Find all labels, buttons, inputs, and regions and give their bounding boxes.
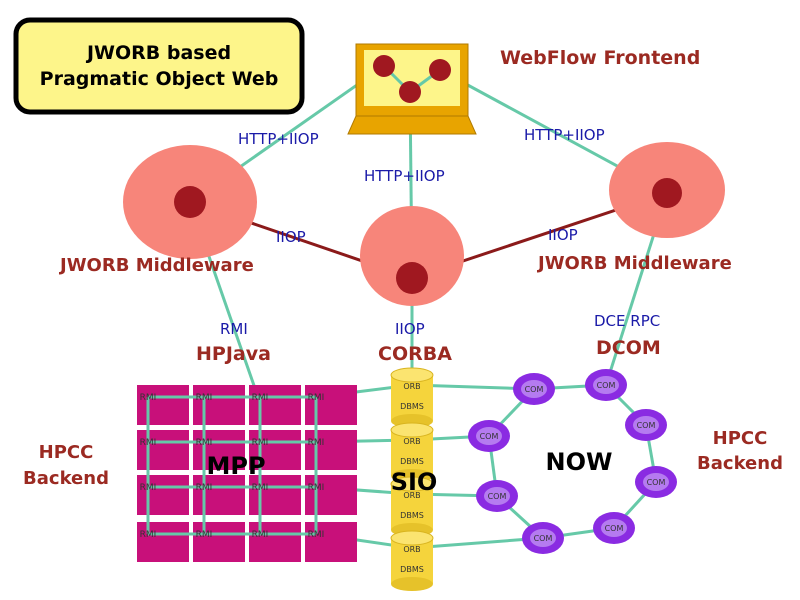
now-com-label: COM	[525, 385, 544, 394]
protocol-dce-rpc: DCE RPC	[594, 312, 660, 330]
mpp-cell	[305, 430, 357, 470]
backend-left-line-1: HPCC	[39, 442, 94, 463]
now-com-label: COM	[534, 534, 553, 543]
mpp-cell	[193, 385, 245, 425]
mpp-cell	[193, 522, 245, 562]
mpp-node-label: RMI	[196, 393, 213, 403]
protocol-http-left: HTTP+IIOP	[238, 130, 319, 148]
mpp-node-label: RMI	[252, 393, 269, 403]
mpp-node-label: RMI	[252, 438, 269, 448]
sio-dbms-label: DBMS	[400, 457, 424, 466]
mpp-node-label: RMI	[308, 438, 325, 448]
now-label: NOW	[546, 448, 613, 476]
frontend-label: WebFlow Frontend	[500, 47, 700, 69]
mpp-cell	[249, 430, 301, 470]
sio-orb-label: ORB	[403, 491, 420, 500]
mpp-node-label: RMI	[140, 438, 157, 448]
mpp-node-label: RMI	[140, 530, 157, 540]
tech-corba: CORBA	[378, 343, 452, 365]
now-com-node-core	[484, 487, 510, 505]
middleware-center-node	[396, 262, 428, 294]
middleware-left-node	[174, 186, 206, 218]
tech-dcom: DCOM	[596, 337, 661, 359]
title-box: JWORB based Pragmatic Object Web	[13, 17, 305, 115]
sio-dbms-label: DBMS	[400, 402, 424, 411]
protocol-http-right: HTTP+IIOP	[524, 126, 605, 144]
mpp-cell	[137, 430, 189, 470]
now-com-label: COM	[647, 478, 666, 487]
now-ring: COM COM COM COM COM COM COM COM	[468, 369, 677, 554]
mpp-cell	[249, 522, 301, 562]
mpp-node-label: RMI	[196, 530, 213, 540]
mpp-cell	[193, 430, 245, 470]
frontend-node-2	[399, 81, 421, 103]
middleware-left-label: JWORB Middleware	[58, 255, 254, 276]
protocol-iiop-bottom: IIOP	[395, 320, 425, 338]
protocol-iiop-right: IIOP	[548, 226, 578, 244]
mpp-cell	[249, 385, 301, 425]
now-com-node-core	[530, 529, 556, 547]
mpp-node-label: RMI	[196, 483, 213, 493]
mpp-label: MPP	[206, 452, 265, 480]
mpp-cell	[137, 385, 189, 425]
title-line-1: JWORB based	[85, 42, 231, 64]
tech-hpjava: HPJava	[196, 343, 271, 365]
now-com-label: COM	[480, 432, 499, 441]
now-com-node-core	[476, 427, 502, 445]
now-com-label: COM	[597, 381, 616, 390]
mpp-node-label: RMI	[196, 438, 213, 448]
title-line-2: Pragmatic Object Web	[40, 68, 279, 90]
sio-label: SIO	[391, 468, 438, 496]
backend-right-line-1: HPCC	[713, 428, 768, 449]
mpp-cell	[137, 522, 189, 562]
sio-stack: ORB DBMS ORB DBMS ORB DBMS ORB DBMS	[390, 367, 434, 591]
mpp-cell	[305, 522, 357, 562]
backend-right-line-2: Backend	[697, 453, 783, 474]
frontend-node-3	[429, 59, 451, 81]
now-com-node-core	[633, 416, 659, 434]
now-com-node-core	[521, 380, 547, 398]
middleware-right-node	[652, 178, 682, 208]
now-com-label: COM	[637, 421, 656, 430]
sio-dbms-label: DBMS	[400, 511, 424, 520]
frontend-monitor-icon	[347, 43, 477, 135]
mpp-node-label: RMI	[308, 530, 325, 540]
now-com-label: COM	[488, 492, 507, 501]
mpp-node-label: RMI	[308, 483, 325, 493]
mpp-grid: RMI RMI RMI RMI RMI RMI RMI RMI RMI RMI RMI RMI RMI R…	[137, 385, 357, 562]
now-com-node-core	[643, 473, 669, 491]
middleware-right-label: JWORB Middleware	[536, 253, 732, 274]
mpp-node-label: RMI	[252, 530, 269, 540]
frontend-node-1	[373, 55, 395, 77]
sio-orb-label: ORB	[403, 545, 420, 554]
mpp-node-label: RMI	[140, 393, 157, 403]
now-com-label: COM	[605, 524, 624, 533]
mpp-node-label: RMI	[252, 483, 269, 493]
middleware-center	[360, 206, 464, 306]
protocol-iiop-left: IIOP	[276, 228, 306, 246]
link-sio-now-4	[411, 536, 544, 550]
mpp-cell	[193, 475, 245, 515]
sio-cylinder: ORB DBMS	[390, 530, 434, 591]
now-com-node-core	[593, 376, 619, 394]
mpp-node-label: RMI	[308, 393, 325, 403]
sio-cylinder: ORB DBMS	[390, 367, 434, 428]
middleware-right	[609, 142, 725, 238]
mpp-cell	[305, 475, 357, 515]
middleware-left	[123, 145, 257, 259]
mpp-cell	[137, 475, 189, 515]
backend-left-line-2: Backend	[23, 468, 109, 489]
protocol-http-center: HTTP+IIOP	[364, 167, 445, 185]
mpp-cell	[249, 475, 301, 515]
sio-dbms-label: DBMS	[400, 565, 424, 574]
mpp-cell	[305, 385, 357, 425]
sio-orb-label: ORB	[403, 437, 420, 446]
sio-orb-label: ORB	[403, 382, 420, 391]
protocol-rmi: RMI	[220, 320, 248, 338]
mpp-node-label: RMI	[140, 483, 157, 493]
now-com-node-core	[601, 519, 627, 537]
